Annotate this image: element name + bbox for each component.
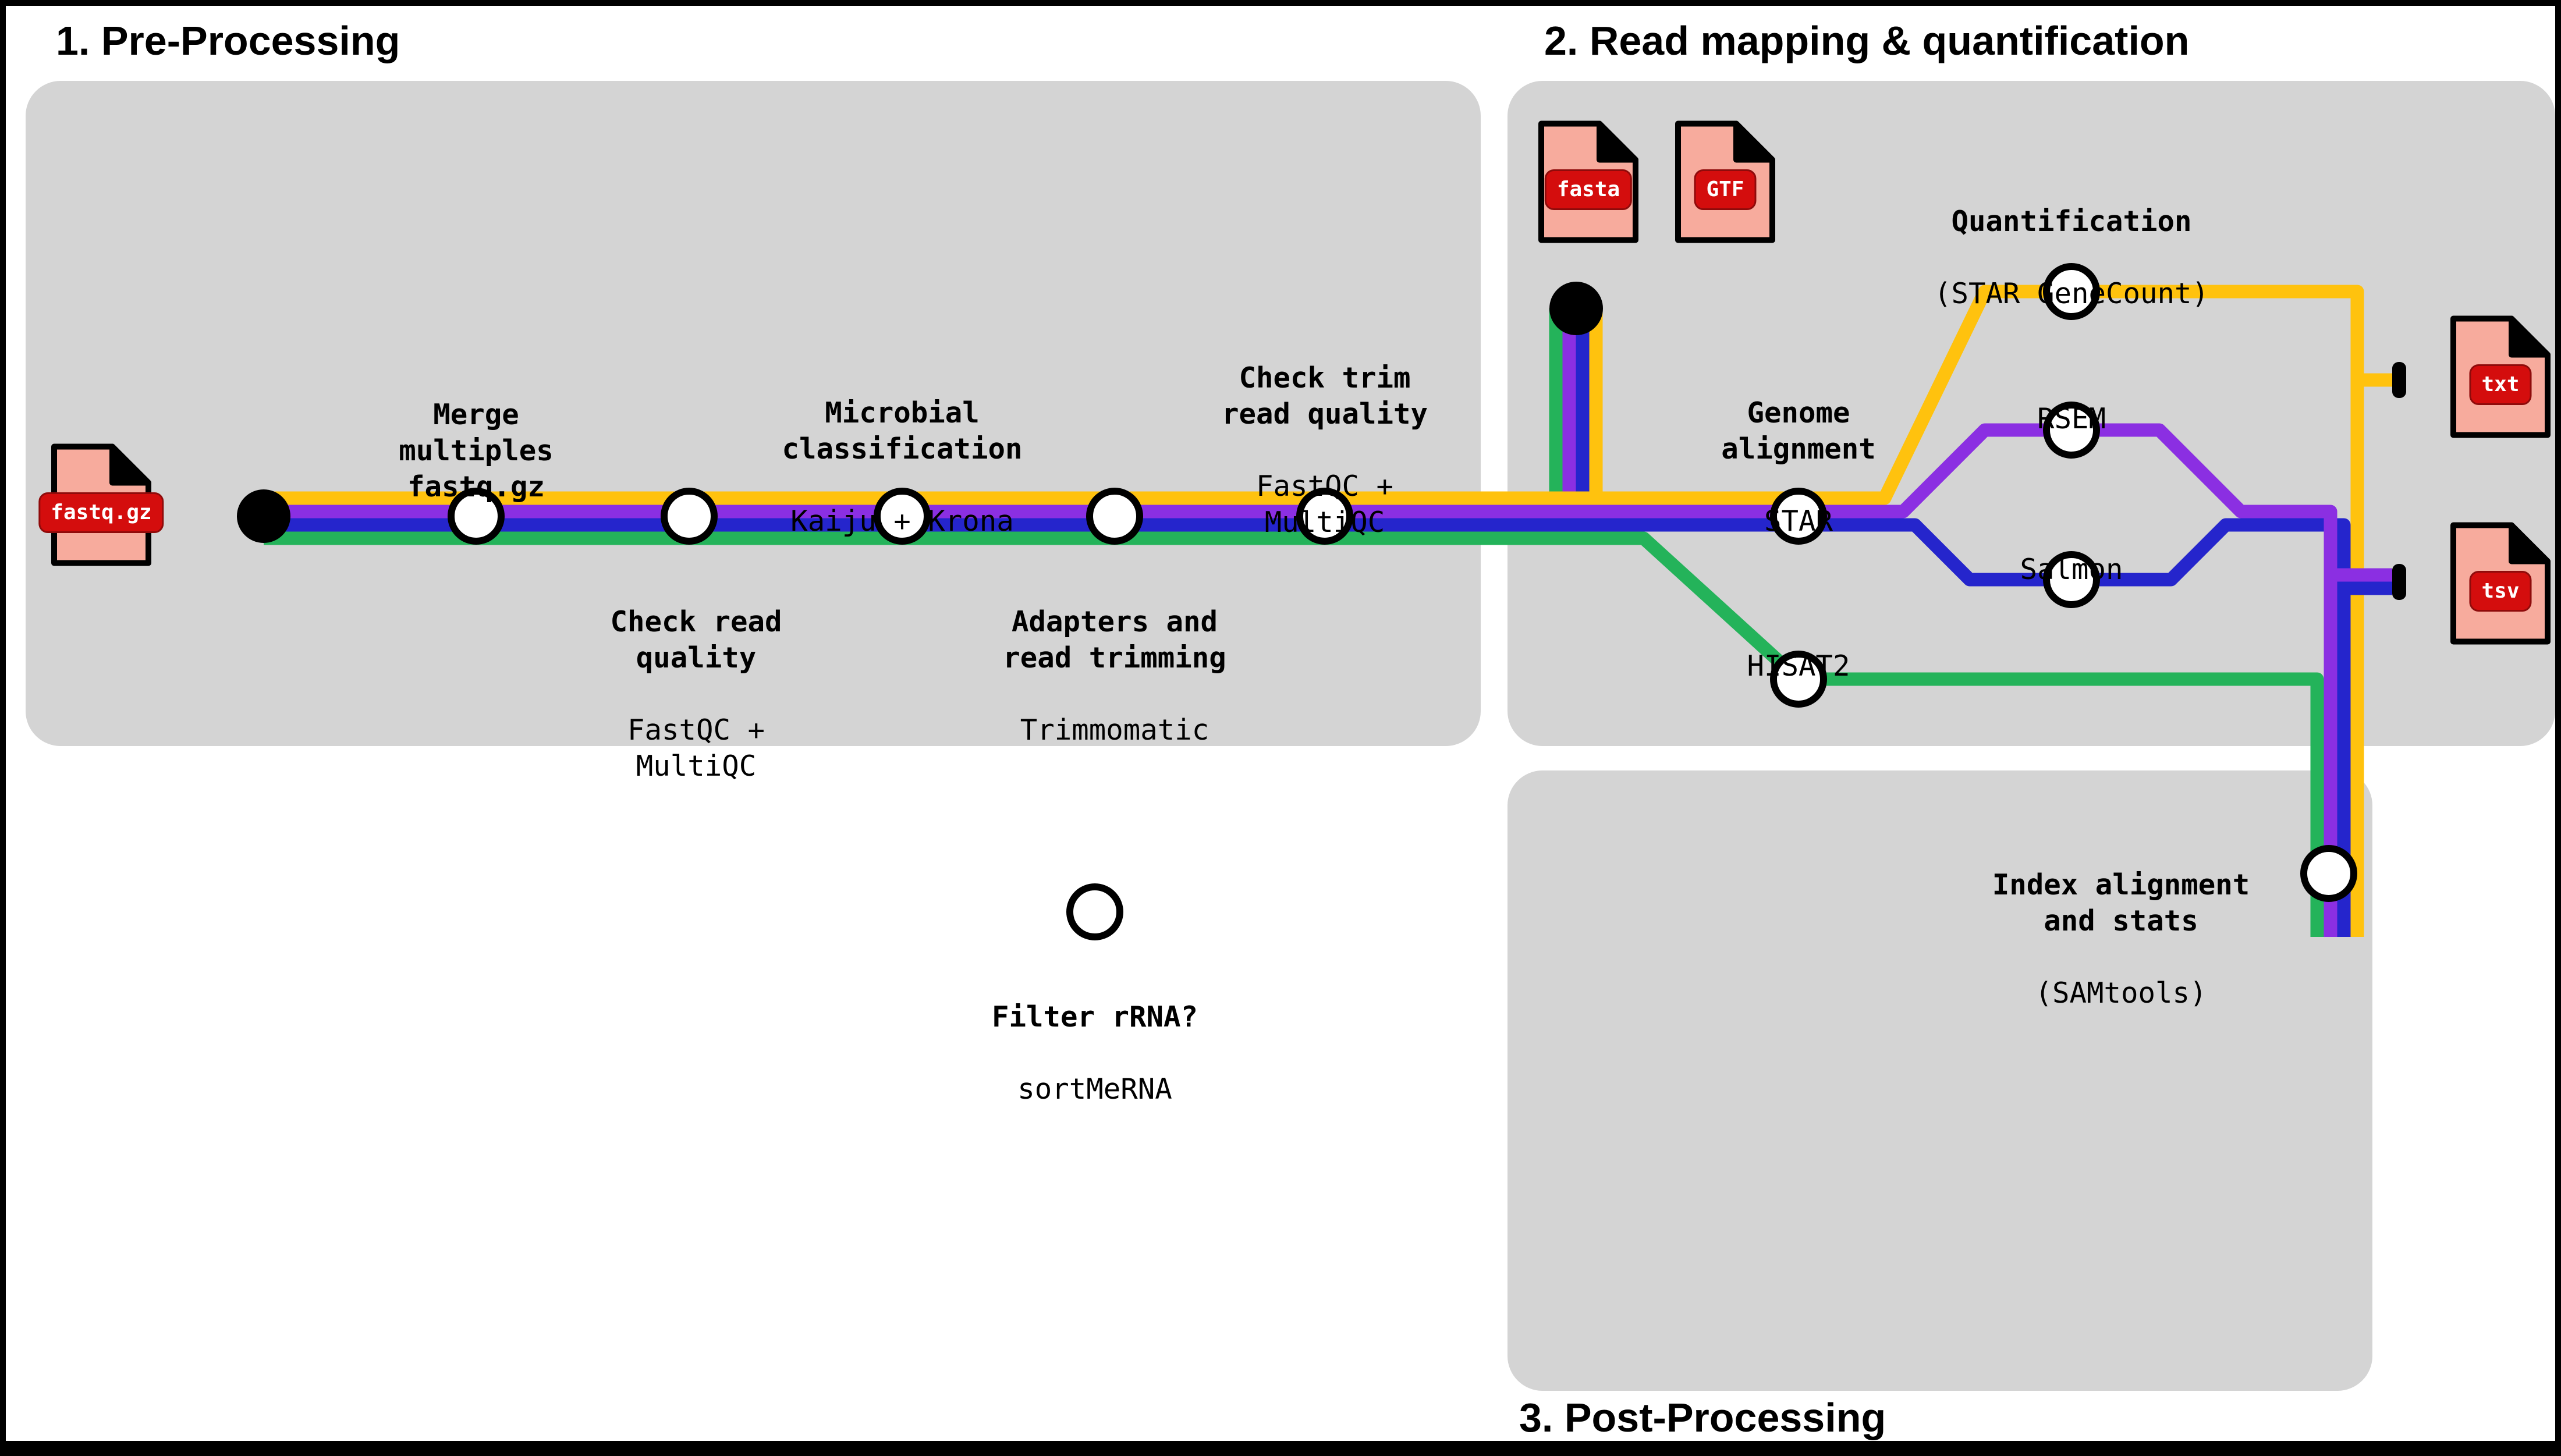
start-node-reference <box>1549 282 1603 335</box>
file-icon-gtf: GTF <box>1671 119 1779 245</box>
file-icon-tsv: tsv <box>2446 520 2555 647</box>
station-label: Check trim read quality <box>1221 361 1428 431</box>
folded-corner-icon <box>2509 315 2551 358</box>
station-check-trim-quality <box>1296 488 1353 545</box>
label-microbial-classification: Microbial classification Kaiju + Krona <box>782 359 1022 576</box>
file-icon-fasta: fasta <box>1534 119 1643 245</box>
file-type-badge: tsv <box>2469 570 2532 612</box>
line-purple-rsem <box>264 423 2337 937</box>
station-tool: FastQC + MultiQC <box>627 713 765 783</box>
metro-map <box>237 263 2406 940</box>
station-genome-alignment <box>1770 488 1827 545</box>
station-hisat2 <box>1770 651 1827 708</box>
file-icon-txt: txt <box>2446 314 2555 440</box>
station-tool: (STAR GeneCount) <box>1934 277 2209 310</box>
terminal-tick-tsv <box>2392 564 2406 600</box>
folded-corner-icon <box>1597 120 1638 163</box>
station-tool: STAR <box>1764 505 1833 538</box>
station-microbial-classification <box>874 488 931 545</box>
station-tool: FastQC + MultiQC <box>1255 470 1394 539</box>
label-rsem: RSEM <box>2037 365 2106 473</box>
bottom-rule <box>6 1441 2555 1450</box>
section-title-postprocessing: 3. Post-Processing <box>1519 1395 1886 1440</box>
station-tool: Salmon <box>2020 553 2123 586</box>
file-icon-fastqgz: fastq.gz <box>38 442 164 568</box>
label-salmon: Salmon <box>2020 516 2123 624</box>
station-tool: Kaiju + Krona <box>790 505 1014 538</box>
start-node-reads <box>237 489 290 543</box>
station-salmon <box>2043 551 2100 608</box>
folded-corner-icon <box>1733 120 1775 163</box>
terminal-tick-txt <box>2392 362 2406 398</box>
file-type-badge: txt <box>2469 364 2532 405</box>
station-tool: sortMeRNA <box>1017 1073 1172 1106</box>
folded-corner-icon <box>2509 522 2551 564</box>
station-quantification <box>2043 263 2100 320</box>
label-adapters-trimming: Adapters and read trimming Trimmomatic <box>1003 568 1226 784</box>
station-filter-rrna <box>1066 883 1123 940</box>
panel-preprocessing <box>26 81 1481 746</box>
station-tool: Trimmomatic <box>1020 713 1209 747</box>
station-tool: RSEM <box>2037 402 2106 435</box>
label-quantification: Quantification (STAR GeneCount) <box>1934 168 2209 348</box>
station-check-read-quality <box>661 488 718 545</box>
station-tool: HISAT2 <box>1747 649 1850 683</box>
station-label: Merge multiples fastq.gz <box>399 398 554 503</box>
station-label: Genome alignment <box>1721 396 1876 466</box>
section-title-preprocessing: 1. Pre-Processing <box>56 18 400 63</box>
file-type-badge: GTF <box>1694 169 1757 210</box>
label-filter-rrna: Filter rRNA? sortMeRNA <box>992 963 1198 1144</box>
label-samtools: Index alignment and stats (SAMtools) <box>1992 831 2250 1047</box>
station-rsem <box>2043 402 2100 459</box>
station-adapters-trimming <box>1086 488 1143 545</box>
label-hisat2: HISAT2 <box>1747 612 1850 720</box>
station-merge <box>448 488 505 545</box>
station-label: Check read quality <box>610 605 782 674</box>
panel-postprocessing <box>1507 770 2372 1391</box>
station-label: Quantification <box>1951 205 2192 238</box>
station-label: Filter rRNA? <box>991 1000 1198 1034</box>
station-label: Index alignment and stats <box>1992 868 2250 937</box>
station-samtools <box>2300 845 2357 902</box>
label-check-trim-quality: Check trim read quality FastQC + MultiQC <box>1222 324 1428 577</box>
label-genome-alignment: Genome alignment STAR <box>1721 359 1876 576</box>
station-label: Microbial classification <box>782 396 1023 466</box>
line-blue-salmon <box>264 518 2351 937</box>
section-title-read-mapping: 2. Read mapping & quantification <box>1544 18 2190 63</box>
file-type-badge: fasta <box>1544 169 1633 210</box>
file-type-badge: fastq.gz <box>38 492 164 533</box>
station-label: Adapters and read trimming <box>1003 605 1226 674</box>
station-tool: (SAMtools) <box>2035 976 2207 1010</box>
label-merge: Merge multiples fastq.gz <box>399 361 554 541</box>
folded-corner-icon <box>109 443 151 486</box>
label-check-read-quality: Check read quality FastQC + MultiQC <box>610 568 782 821</box>
